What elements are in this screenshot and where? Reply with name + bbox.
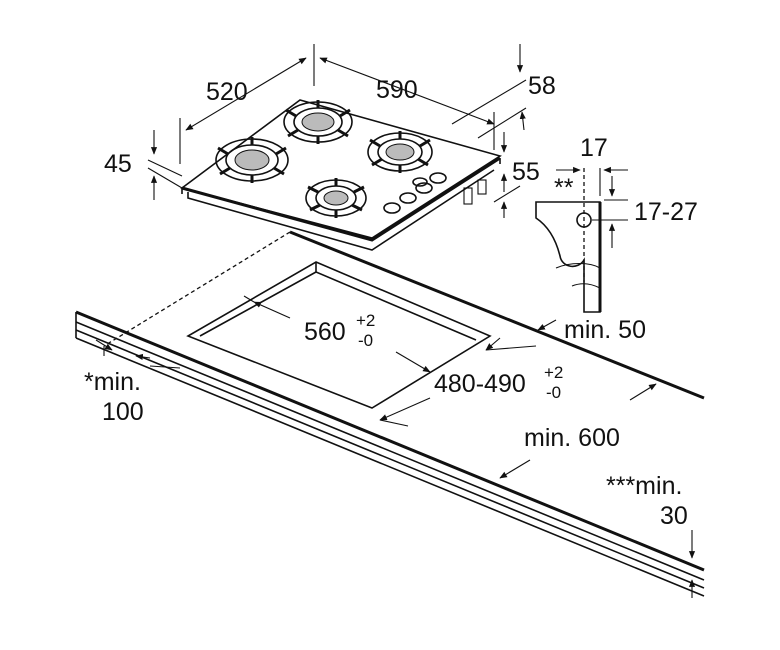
min-100-dimension bbox=[95, 339, 181, 369]
dimension-labels: 520 590 58 45 55 17 ** 17-27 560 +2 -0 4… bbox=[84, 72, 698, 530]
label-520: 520 bbox=[206, 78, 248, 106]
hob bbox=[180, 99, 502, 251]
label-480-tol-plus: +2 bbox=[544, 363, 563, 382]
min-600-dimension bbox=[499, 383, 657, 479]
label-double-star: ** bbox=[554, 174, 574, 202]
label-17: 17 bbox=[580, 134, 608, 162]
hob-feet bbox=[463, 179, 487, 205]
burner-icon bbox=[215, 100, 433, 218]
mounting-clip-icon bbox=[535, 166, 628, 313]
label-17-27: 17-27 bbox=[634, 198, 698, 226]
label-min-600: min. 600 bbox=[524, 424, 620, 452]
min-50-dimension bbox=[537, 319, 557, 331]
label-560-tol-minus: -0 bbox=[358, 331, 373, 350]
hob-dimensions bbox=[147, 44, 527, 218]
label-590: 590 bbox=[376, 76, 418, 104]
cutout bbox=[103, 231, 492, 409]
worktop bbox=[75, 230, 705, 597]
cutout-dimensions bbox=[243, 295, 537, 427]
label-560-tol-plus: +2 bbox=[356, 311, 375, 330]
label-55: 55 bbox=[512, 158, 540, 186]
label-min-50: min. 50 bbox=[564, 316, 646, 344]
label-min-100-line1: *min. bbox=[84, 368, 141, 396]
control-knob-icon bbox=[383, 172, 447, 214]
label-58: 58 bbox=[528, 72, 556, 100]
label-560: 560 bbox=[304, 318, 346, 346]
label-480-490: 480-490 bbox=[434, 370, 526, 398]
label-min-30-line1: ***min. bbox=[606, 472, 682, 500]
label-min-100-line2: 100 bbox=[102, 398, 144, 426]
label-min-30-line2: 30 bbox=[660, 502, 688, 530]
label-45: 45 bbox=[104, 150, 132, 178]
label-480-tol-minus: -0 bbox=[546, 383, 561, 402]
